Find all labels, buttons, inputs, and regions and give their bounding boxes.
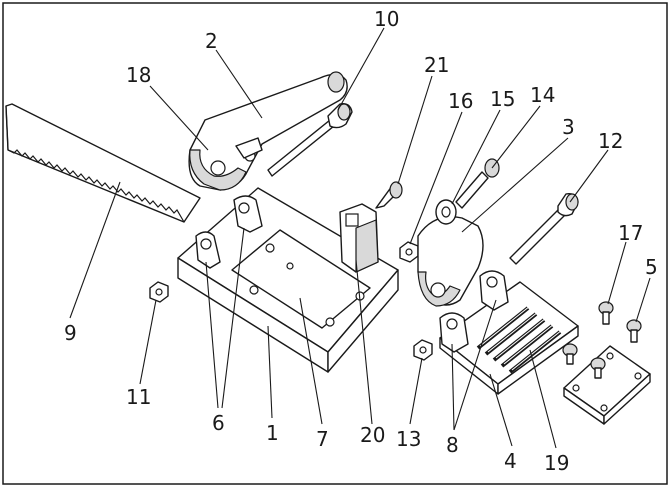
label-1: 1 [266,421,279,445]
label-3: 3 [562,115,575,139]
leader-lines [69,27,651,449]
part-13-nut [413,339,433,361]
label-6: 6 [212,411,225,435]
part-4-roller-base [439,270,579,395]
label-17: 17 [618,221,643,245]
label-9: 9 [64,321,77,345]
label-7: 7 [316,427,329,451]
label-14: 14 [530,83,555,107]
part-9-serrated-blade [5,103,201,223]
label-8: 8 [446,433,459,457]
label-16: 16 [448,89,473,113]
part-21-small-bolt [375,181,403,209]
part-16-nut [399,241,419,263]
label-4: 4 [504,449,517,473]
label-21: 21 [424,53,449,77]
label-11: 11 [126,385,151,409]
part-15-washer [435,199,457,225]
label-12: 12 [598,129,623,153]
part-labels: 2 10 18 21 16 15 14 3 12 17 5 9 11 6 1 7… [64,7,658,475]
part-1-base-plate [177,187,399,373]
label-5: 5 [645,255,658,279]
label-18: 18 [126,63,151,87]
part-3-cam-block [417,216,484,307]
part-12-bolt [509,192,579,265]
part-7-inner-plate [231,229,371,329]
part-10-bolt [267,102,353,177]
label-19: 19 [544,451,569,475]
part-5-mounting-plate [563,345,651,425]
label-2: 2 [205,29,218,53]
part-11-nut [149,281,169,303]
part-2-lever-arm [188,71,348,191]
label-10: 10 [374,7,399,31]
label-15: 15 [490,87,515,111]
label-20: 20 [360,423,385,447]
part-19-rollers [476,305,563,374]
label-13: 13 [396,427,421,451]
part-17-screws [562,301,642,379]
